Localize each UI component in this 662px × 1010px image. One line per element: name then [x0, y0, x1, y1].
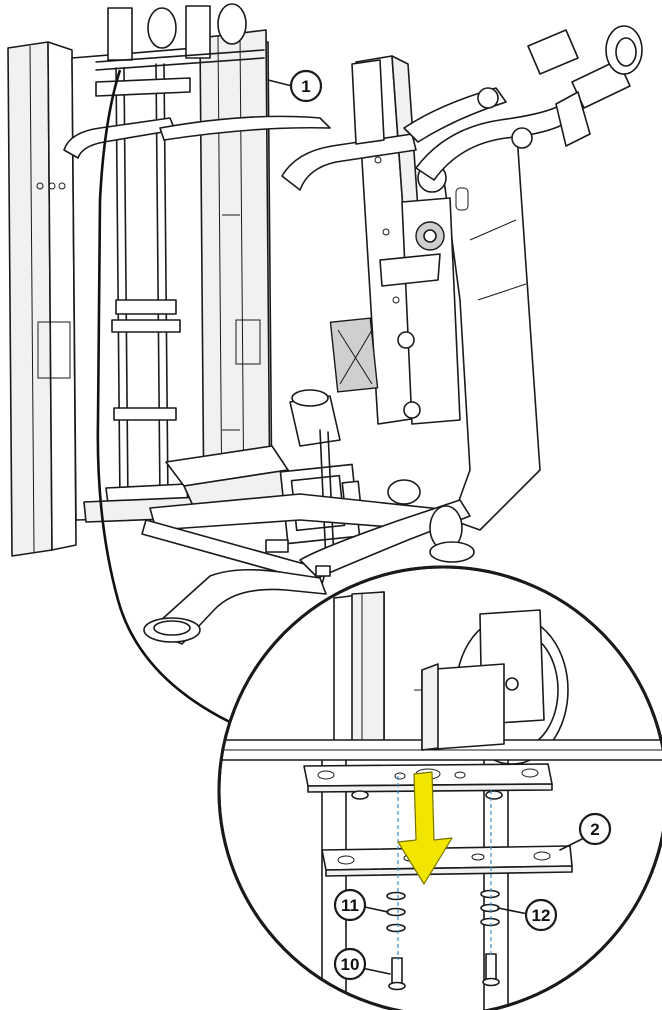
base-frame	[141, 479, 475, 645]
callout-12: 12	[497, 898, 558, 932]
leader-cable	[96, 69, 239, 728]
left-upright-frame	[7, 41, 77, 557]
down-arrow-icon	[397, 771, 453, 885]
machine-drawing	[7, 3, 643, 645]
callout-2: 2	[559, 812, 612, 851]
press-arms	[281, 25, 643, 191]
svg-text:2: 2	[590, 820, 599, 839]
svg-text:10: 10	[341, 955, 360, 974]
detail-view	[217, 565, 662, 1010]
pivot-arm	[329, 163, 461, 425]
callout-1: 1	[267, 69, 323, 103]
weight-stack-tower	[71, 3, 273, 523]
svg-text:11: 11	[341, 896, 359, 915]
callout-10: 10	[333, 947, 391, 981]
bolt-right	[482, 953, 500, 987]
bolt-left	[388, 957, 406, 991]
svg-text:12: 12	[532, 906, 551, 925]
svg-text:1: 1	[301, 77, 310, 96]
callout-11: 11	[333, 888, 389, 922]
